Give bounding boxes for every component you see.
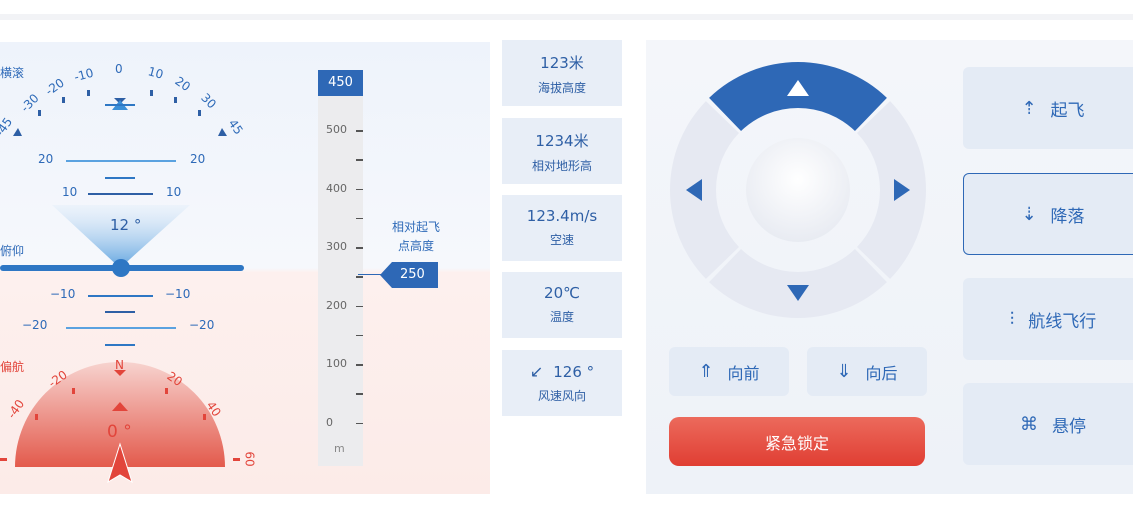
- altitude-marker-value: 250: [400, 267, 425, 282]
- emergency-lock-button[interactable]: 紧急锁定: [669, 417, 925, 466]
- dpad-left-button[interactable]: [670, 101, 740, 279]
- stat-value: 123米: [540, 54, 584, 72]
- altitude-minor-tick: [356, 159, 363, 161]
- arrow-down-left-icon: ↙: [529, 362, 544, 381]
- altitude-unit: m: [334, 442, 345, 455]
- pitch-tick: 20: [190, 152, 206, 166]
- yaw-tick: N: [115, 358, 124, 372]
- landing-label: 降落: [1050, 206, 1085, 227]
- altitude-tick: [356, 188, 363, 190]
- arrow-down-icon: [787, 285, 809, 301]
- yaw-value: 0 °: [107, 422, 132, 442]
- altitude-tick-label: 0: [326, 415, 333, 429]
- landing-button[interactable]: ⇣ 降落: [963, 173, 1133, 255]
- top-divider: [0, 14, 1133, 20]
- landing-icon: ⇣: [1021, 203, 1037, 225]
- stat-value: 123.4m/s: [526, 207, 598, 225]
- drone-icon: ⌘: [1020, 413, 1038, 435]
- backward-icon: ⇓: [836, 361, 852, 382]
- backward-button[interactable]: ⇓ 向后: [807, 347, 927, 396]
- altitude-marker-label: 相对起飞: [392, 220, 441, 234]
- stat-card: 20℃ 温度: [502, 272, 622, 338]
- altitude-marker-label: 点高度: [398, 239, 435, 253]
- backward-label: 向后: [865, 363, 898, 383]
- pitch-tick: 20: [38, 152, 54, 166]
- stat-card: 123.4m/s 空速: [502, 195, 622, 261]
- pitch-tick: −20: [22, 318, 48, 332]
- takeoff-button[interactable]: ⇡ 起飞: [963, 67, 1133, 149]
- altitude-tick-label: 200: [326, 298, 347, 312]
- yaw-dial: [15, 362, 225, 467]
- stat-card: 1234米相对地形高: [502, 118, 622, 184]
- altitude-marker: [380, 262, 438, 288]
- heading-arrow-icon: [107, 442, 133, 484]
- pitch-tick: −10: [50, 287, 76, 301]
- stat-label: 风速风向: [537, 389, 586, 403]
- forward-label: 向前: [727, 363, 760, 383]
- altitude-tick-label: 500: [326, 123, 347, 136]
- takeoff-icon: ⇡: [1021, 97, 1037, 119]
- attitude-indicator: 横滚 俯仰 偏航 -45 -30 -20 -10 0 10 20 30 45 2…: [0, 42, 490, 494]
- altitude-tick-label: 400: [326, 181, 347, 195]
- dpad-right-button[interactable]: [856, 101, 926, 279]
- emergency-label: 紧急锁定: [764, 433, 829, 453]
- altitude-scale: [318, 70, 363, 466]
- pitch-cone: [52, 205, 190, 268]
- aircraft-center-icon: [112, 259, 130, 277]
- pitch-value: 12 °: [110, 216, 142, 234]
- yaw-label: 偏航: [0, 360, 25, 374]
- roll-scale: [13, 90, 227, 136]
- stat-value: 20℃: [544, 284, 580, 302]
- forward-button[interactable]: ⇑ 向前: [669, 347, 789, 396]
- stat-label: 相对地形高: [531, 159, 592, 173]
- route-flight-button[interactable]: ⫶ 航线飞行: [963, 278, 1133, 360]
- stat-value: 126 °: [553, 363, 595, 381]
- altitude-tick-label: 100: [326, 357, 347, 370]
- pitch-tick: −10: [165, 287, 191, 301]
- altitude-tick: [356, 247, 363, 249]
- route-icon: ⫶: [1009, 308, 1015, 330]
- pitch-label: 俯仰: [0, 244, 25, 258]
- altitude-tick: [356, 130, 363, 132]
- dpad-down-button[interactable]: [709, 248, 887, 319]
- arrow-right-icon: [894, 179, 910, 201]
- hover-button[interactable]: ⌘ 悬停: [963, 383, 1133, 465]
- altitude-tick: [356, 364, 363, 366]
- arrow-left-icon: [686, 179, 702, 201]
- arrow-up-icon: [787, 80, 809, 96]
- altitude-top-badge: 450: [318, 70, 363, 96]
- dpad-center-button[interactable]: [746, 138, 850, 242]
- pitch-tick: −20: [189, 318, 215, 332]
- attitude-graphics: [0, 90, 244, 484]
- roll-tick: 0: [115, 62, 123, 76]
- stat-label: 空速: [549, 233, 574, 247]
- stat-card: 123米海拔高度: [502, 40, 622, 106]
- control-panel: ⇑ 向前 ⇓ 向后 紧急锁定 ⇡ 起飞 ⇣ 降落 ⫶ 航线飞行 ⌘ 悬停: [646, 40, 1133, 494]
- route-label: 航线飞行: [1028, 311, 1097, 332]
- stat-label: 海拔高度: [537, 81, 586, 95]
- stat-card: ↙ 126 ° 风速风向: [502, 350, 622, 416]
- pitch-tick: 10: [166, 185, 182, 199]
- stat-label: 温度: [549, 310, 574, 324]
- altitude-tick-label: 300: [326, 240, 347, 253]
- altitude-minor-tick: [356, 217, 363, 219]
- dpad-up-button[interactable]: [709, 62, 887, 132]
- pitch-tick: 10: [62, 185, 78, 199]
- direction-pad: [670, 62, 926, 319]
- hover-label: 悬停: [1052, 416, 1086, 437]
- altitude-minor-tick: [356, 393, 363, 395]
- altitude-minor-tick: [356, 276, 363, 278]
- yaw-pointer-icon: [114, 370, 126, 376]
- forward-icon: ⇑: [698, 361, 714, 382]
- altitude-tick: [356, 305, 363, 307]
- altitude-minor-tick: [356, 334, 363, 336]
- roll-label: 横滚: [0, 66, 25, 80]
- takeoff-label: 起飞: [1050, 100, 1085, 121]
- stat-value: 1234米: [535, 132, 589, 150]
- altitude-tick: [356, 422, 363, 424]
- yaw-tick: 60: [242, 451, 257, 467]
